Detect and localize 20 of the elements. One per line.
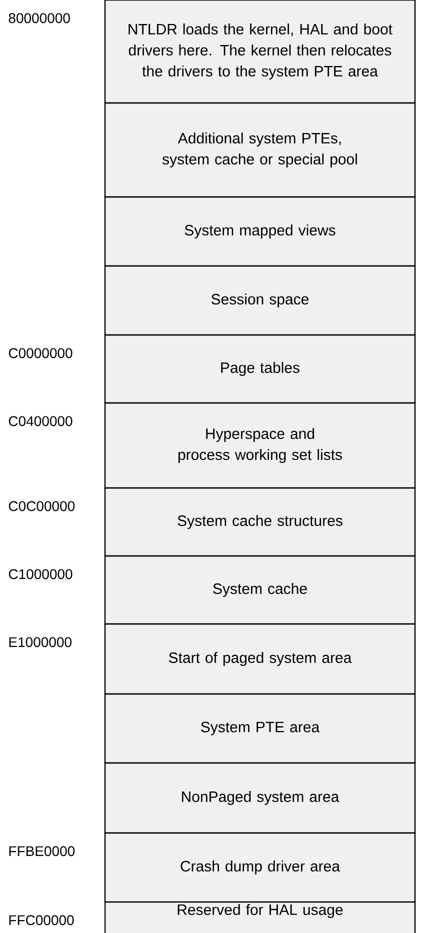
memory-region: Start of paged system area	[104, 623, 416, 695]
memory-region: Hyperspace and process working set lists	[104, 402, 416, 489]
memory-region: NonPaged system area	[104, 762, 416, 834]
address-label: C0400000	[8, 416, 72, 426]
memory-region: Page tables	[104, 334, 416, 404]
address-label: FFC00000	[9, 915, 74, 926]
memory-region: System cache	[104, 555, 416, 625]
address-label: 80000000	[8, 13, 70, 24]
memory-region: System mapped views	[104, 196, 416, 267]
memory-region: NTLDR loads the kernel, HAL and boot drivers here. The kernel then relocates the drivers to the system PTE area	[104, 0, 416, 104]
memory-region: Reserved for HAL usage	[104, 901, 416, 933]
memory-region: System PTE area	[104, 693, 416, 764]
address-label: C0000000	[8, 348, 72, 358]
memory-region: Additional system PTEs, system cache or special pool	[104, 102, 416, 198]
address-label: FFBE0000	[9, 846, 75, 856]
address-label: C1000000	[8, 569, 72, 580]
memory-region: System cache structures	[104, 487, 416, 557]
memory-region: Session space	[104, 265, 416, 336]
address-label: C0C00000	[8, 501, 75, 512]
address-label: E1000000	[9, 637, 72, 648]
